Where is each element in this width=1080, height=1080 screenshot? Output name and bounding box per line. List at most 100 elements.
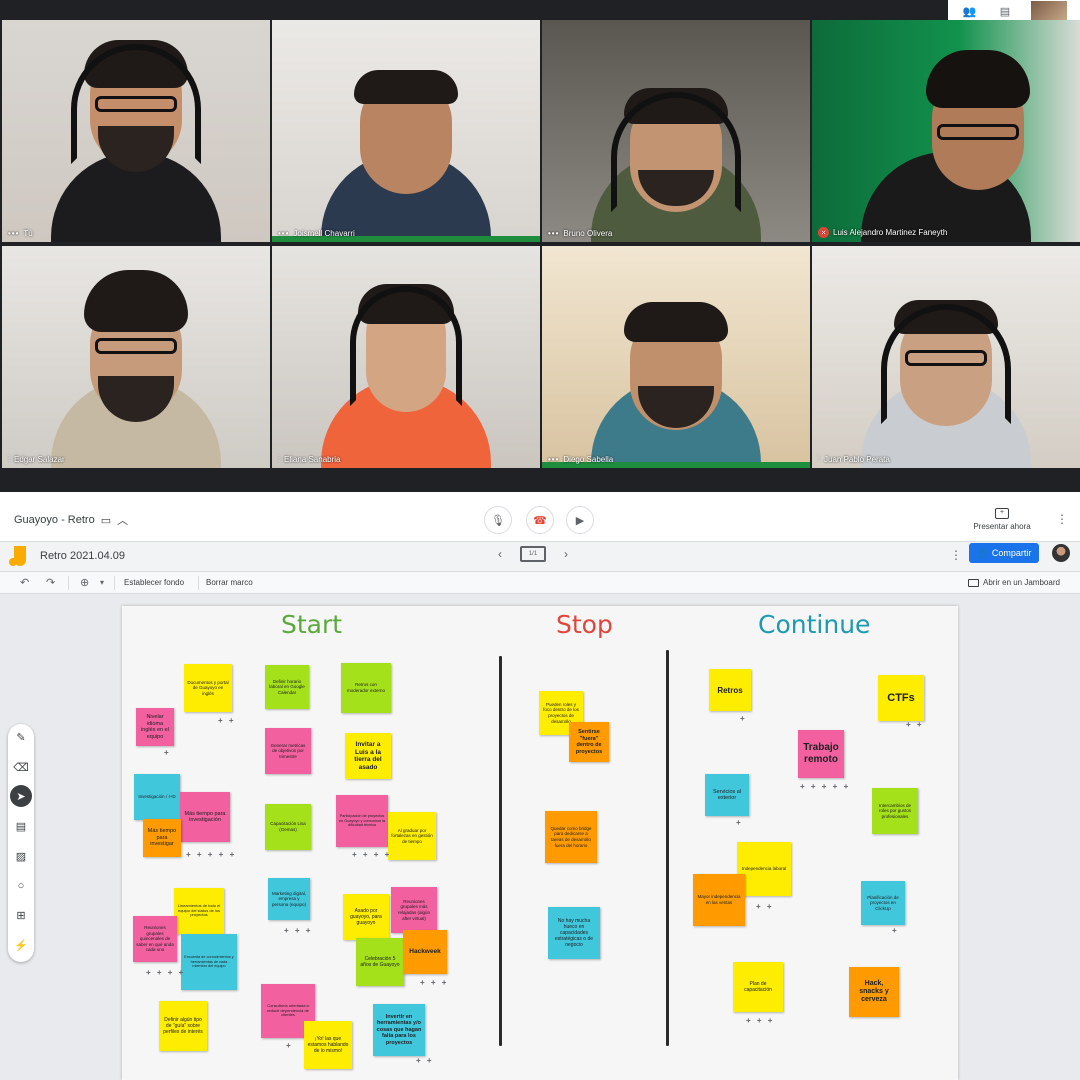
sticky-note[interactable]: Mayor independencia en las ventas (693, 874, 745, 926)
present-now-button[interactable]: + Presentar ahora (966, 508, 1038, 531)
sticky-note[interactable]: Reuniones grupales quincenales de saber … (133, 916, 177, 962)
sticky-note[interactable]: Marketing digital, empresa y persona (eq… (268, 878, 310, 920)
sticky-note[interactable]: No hay mucha hueco en capacidades estrat… (548, 907, 600, 959)
sticky-note[interactable]: Invitar a Luis a la tierra del asado (345, 733, 391, 779)
more-options-icon[interactable]: ⋮ (950, 548, 962, 562)
video-tile[interactable]: •••Joismell Chavarri (272, 20, 540, 242)
avatar[interactable] (1052, 544, 1070, 562)
select-icon[interactable]: ➤ (10, 785, 32, 807)
video-tile[interactable]: ⫶Juan Pablo Perata (812, 246, 1080, 468)
sticky-note[interactable]: Hack, snacks y cerveza (849, 967, 899, 1017)
image-icon[interactable]: ▨ (15, 850, 27, 863)
sticky-note[interactable]: Pueden roles y foco dentro de los proyec… (539, 691, 583, 735)
jamboard-frame[interactable] (122, 606, 958, 1080)
sticky-note[interactable]: Lineamientos de todo el equipo del statu… (174, 888, 224, 934)
sticky-note[interactable]: Independencia laboral (737, 842, 791, 896)
sticky-note[interactable]: Encuesta de conocimientos y herramientas… (181, 934, 237, 990)
undo-icon[interactable]: ↶ (20, 577, 30, 589)
frame-bar-button[interactable]: 1/1 (520, 546, 546, 562)
open-in-jamboard-button[interactable]: Abrir en un Jamboard (968, 578, 1060, 587)
sticky-note[interactable]: CTFs (878, 675, 924, 721)
sticky-note[interactable]: Definir algún tipo de "guía" sobre perfi… (159, 1001, 207, 1051)
camera-icon: ▶ (575, 514, 585, 527)
hang-up-icon: ☎ (533, 514, 547, 527)
more-options-icon[interactable]: ••• (278, 229, 290, 238)
participant-name-label: Eliana Sanabria (284, 454, 341, 464)
sticky-note-icon[interactable]: ▤ (15, 820, 27, 833)
mic-off-icon: ✕ (818, 227, 829, 238)
sticky-note[interactable]: Investigación / I+D (134, 774, 180, 820)
toolbar-divider (68, 576, 69, 590)
sticky-note[interactable]: Servicios al exterior (705, 774, 749, 816)
sticky-note[interactable]: Celebración 5 años de Guayoyo (356, 938, 404, 986)
sticky-note[interactable]: Hackweek (403, 930, 447, 974)
hang-up-button[interactable]: ☎ (526, 506, 554, 534)
sticky-note[interactable]: Más tiempo para investigación (180, 792, 230, 842)
participant-name: ✕Luis Alejandro Martinez Faneyth (818, 227, 947, 238)
sticky-note[interactable]: Capacitación Lisa (Gemas) (265, 804, 311, 850)
previous-frame-icon[interactable]: ‹ (498, 547, 502, 561)
more-options-icon[interactable]: ••• (548, 455, 560, 464)
sticky-note[interactable]: Trabajo remoto (798, 730, 844, 778)
participant-name-label: Juan Pablo Perata (824, 454, 890, 464)
chat-icon[interactable]: ▤ (999, 5, 1011, 18)
sticky-note[interactable]: Intercambios de roles por gustos profesi… (872, 788, 918, 834)
participant-glasses (937, 124, 1020, 140)
sticky-note[interactable]: Documentos y portal de Guayoyo en inglés (184, 664, 232, 712)
microphone-button[interactable]: 🎙 (484, 506, 512, 534)
participant-name: •••Joismell Chavarri (278, 229, 355, 238)
people-icon[interactable]: 👥 (962, 5, 977, 18)
clear-frame-button[interactable]: Borrar marco (206, 578, 253, 587)
sticky-note[interactable]: ¡Yo! las que estamos hablando de lo mism… (304, 1021, 352, 1069)
participant-name-label: Edgar Salazar (14, 454, 65, 464)
sticky-note[interactable]: Retros con moderador externo (341, 663, 391, 713)
sticky-note[interactable]: Asado por guayoyo, para guayoyo (343, 894, 389, 940)
more-options-button[interactable]: ⋮ (1056, 512, 1068, 526)
redo-icon[interactable]: ↷ (46, 577, 56, 589)
drawing-tools-panel: ✎ ⌫ ➤ ▤ ▨ ○ ⊞ ⚡ (8, 724, 34, 962)
sticky-note[interactable]: Retros (709, 669, 751, 711)
text-box-icon[interactable]: ⊞ (16, 909, 26, 922)
sticky-note[interactable]: Invertir en herramientas y/o cosas que h… (373, 1004, 425, 1056)
self-view-thumbnail[interactable] (1031, 1, 1068, 21)
sticky-note[interactable]: Quedar como bridge para dedicarse a tare… (545, 811, 597, 863)
more-options-icon[interactable]: ••• (8, 229, 20, 238)
more-options-icon[interactable]: ••• (548, 229, 560, 238)
sticky-note[interactable]: Sentirse "fuera" dentro de proyectos (569, 722, 609, 762)
share-button[interactable]: 👤 Compartir (969, 543, 1039, 563)
sticky-note[interactable]: Reuniones grupales más relajadas (algún … (391, 887, 437, 933)
video-tile[interactable]: •••Diego Sabella (542, 246, 810, 468)
set-background-button[interactable]: Establecer fondo (124, 578, 185, 587)
sticky-note[interactable]: Generar metricas de objetivos por trimes… (265, 728, 311, 774)
video-tile[interactable]: •••Tú (2, 20, 270, 242)
camera-button[interactable]: ▶ (566, 506, 594, 534)
speaking-indicator (542, 462, 810, 468)
participant-name: •••Diego Sabella (548, 455, 613, 464)
video-tile[interactable]: •••Bruno Olivera (542, 20, 810, 242)
video-tile[interactable]: ✕Luis Alejandro Martinez Faneyth (812, 20, 1080, 242)
participant-hair (354, 70, 458, 104)
jam-title[interactable]: Retro 2021.04.09 (40, 550, 126, 562)
video-tile[interactable]: ⫶Edgar Salazar (2, 246, 270, 468)
pen-icon[interactable]: ✎ (16, 731, 26, 744)
circle-icon[interactable]: ○ (17, 880, 25, 892)
participant-headset (350, 286, 462, 406)
vote-marks: + + + (746, 1016, 775, 1025)
zoom-icon[interactable]: ⊕ (80, 577, 90, 589)
sticky-note[interactable]: Participación de proyectos en Guayoyo y … (336, 795, 388, 847)
next-frame-icon[interactable]: › (564, 547, 568, 561)
sticky-note[interactable]: Más tiempo para investigar (143, 819, 181, 857)
sticky-note[interactable]: Plan de capacitación (733, 962, 783, 1012)
sticky-note[interactable]: Definir horario laboral en Google Calend… (265, 665, 309, 709)
sticky-note[interactable]: Al graduar por fortalezas en gestión de … (388, 812, 436, 860)
sticky-note[interactable]: Nivelar idioma inglés en el equipo (136, 708, 174, 746)
meeting-details[interactable]: Guayoyo - Retro ▭ ︿ (14, 512, 128, 528)
vote-marks: + + (756, 902, 774, 911)
participant-name: •••Tú (8, 229, 33, 238)
zoom-dropdown-icon[interactable]: ▾ (100, 578, 105, 587)
laser-icon[interactable]: ⚡ (14, 939, 28, 952)
video-tile[interactable]: ⫶Eliana Sanabria (272, 246, 540, 468)
sticky-note[interactable]: Planificación de proyectos en ClickUp (861, 881, 905, 925)
eraser-icon[interactable]: ⌫ (13, 761, 29, 774)
vote-marks: + + + + + (186, 850, 237, 859)
